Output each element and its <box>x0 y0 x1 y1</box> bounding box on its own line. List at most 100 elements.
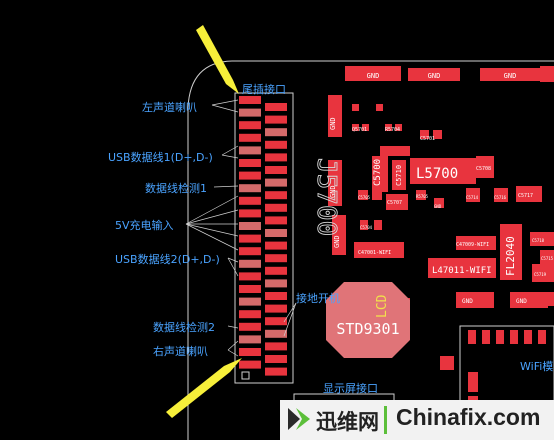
connector-pad <box>239 322 261 331</box>
usb-data2-label: USB数据线2(D+,D-) <box>115 253 220 266</box>
connector-pad <box>265 355 287 363</box>
gnd-label: GND <box>333 235 341 248</box>
connector-pad <box>265 166 287 174</box>
connector-pad <box>265 115 287 124</box>
data-detect2-label: 数据线检测2 <box>153 321 215 334</box>
leader-lines <box>185 99 297 357</box>
c47009-label: C47009-WIFI <box>456 242 489 248</box>
c5708-label: C5708 <box>476 166 491 172</box>
arrow-logo-icon <box>288 408 310 430</box>
gnd-label: GND <box>434 204 442 209</box>
component-cluster <box>328 95 554 310</box>
connector-outline <box>234 92 294 384</box>
connector-pad <box>239 121 261 130</box>
connector-ref: J5700 <box>311 158 341 236</box>
connector-pad <box>239 133 261 142</box>
gnd-label: GND <box>462 298 473 305</box>
r5705-label: R5705 <box>416 194 429 199</box>
c5700-label: C5700 <box>373 159 383 186</box>
connector-pad <box>239 310 261 319</box>
c47001-label: C47001-WIFI <box>358 250 391 256</box>
connector-pad <box>265 103 287 111</box>
connector-pads <box>239 96 287 376</box>
connector-pad <box>265 241 287 250</box>
watermark-brand-en: Chinafix.com <box>396 404 541 430</box>
connector-pad <box>239 335 261 344</box>
display-port-label: 显示屏接口 <box>323 382 378 395</box>
gnd-label: GND <box>367 72 380 80</box>
connector-pad <box>265 292 287 300</box>
connector-pad <box>265 367 287 376</box>
right-speaker-label: 右声道喇叭 <box>153 345 208 358</box>
gnd-label: GND <box>329 185 337 198</box>
chip-label: LCD <box>375 294 390 318</box>
connector-pad <box>239 196 261 205</box>
watermark-brand-cn: 迅维网 <box>316 410 379 434</box>
watermark-separator <box>384 406 387 434</box>
connector-pad <box>239 234 261 243</box>
connector-pad <box>265 153 287 162</box>
connector-pad <box>265 279 287 288</box>
ground-power-label: 接地开机 <box>296 292 340 305</box>
left-speaker-label: 左声道喇叭 <box>142 101 197 114</box>
connector-pad <box>239 171 261 180</box>
connector-pad <box>239 222 261 230</box>
gnd-label: GND <box>428 72 441 80</box>
gnd-label: GND <box>504 72 517 80</box>
chip-ref: STD9301 <box>336 320 399 338</box>
c5715-label: C5715 <box>541 256 554 261</box>
pin1-marker <box>241 371 250 380</box>
c5719-label: C5719 <box>534 272 547 277</box>
connector-pad <box>239 348 261 356</box>
connector-pad <box>239 159 261 167</box>
connector-pad <box>265 329 287 338</box>
connector-pad <box>239 259 261 268</box>
connector-pad <box>265 342 287 351</box>
connector-pad <box>265 229 287 237</box>
connector-pad <box>239 272 261 281</box>
connector-pad <box>239 146 261 155</box>
connector-pad <box>265 203 287 212</box>
c5707-label: C5707 <box>387 200 402 206</box>
connector-pad <box>239 247 261 256</box>
c5704-label: C5704 <box>360 225 373 230</box>
connector-pad <box>265 216 287 225</box>
data-detect1-label: 数据线检测1 <box>145 182 207 195</box>
l5700-label: L5700 <box>416 166 458 182</box>
c5705-label: C5705 <box>358 195 371 200</box>
lcd-chip <box>326 282 410 358</box>
arrow-icon <box>166 25 242 418</box>
c5718-label: C5718 <box>532 238 545 243</box>
connector-pad <box>265 266 287 275</box>
c5710-label: C5710 <box>395 165 403 186</box>
connector-pad <box>265 128 287 137</box>
connector-pad <box>265 254 287 263</box>
c5717-label: C5717 <box>518 193 533 199</box>
top-gnd-pads <box>345 66 554 82</box>
connector-pad <box>239 360 261 369</box>
gnd-label: GND <box>516 298 527 305</box>
c5714-label: C5714 <box>466 195 479 200</box>
r5704-label: R5704 <box>385 127 400 133</box>
c5716-label: C5716 <box>494 195 507 200</box>
c5701-label: C5701 <box>420 136 435 142</box>
watermark-banner: 迅维网 Chinafix.com <box>280 400 554 440</box>
wifi-label: WiFi模 <box>520 360 554 373</box>
connector-pad <box>239 285 261 293</box>
connector-pad <box>239 96 261 104</box>
component-labels: GND GND GND Q5701 R5704 C5701 C5700 C571… <box>329 117 554 305</box>
connector-pad <box>239 184 261 193</box>
connector-pad <box>265 140 287 149</box>
charge-input-label: 5V充电输入 <box>115 219 174 232</box>
board-outline <box>187 60 554 440</box>
title-label: 尾插接口 <box>242 83 286 96</box>
gnd-label: GND <box>329 117 337 130</box>
l47011-label: L47011-WIFI <box>432 266 492 276</box>
connector-pad <box>239 297 261 306</box>
fl2040-label: FL2040 <box>504 236 517 276</box>
connector-pad <box>239 108 261 117</box>
q5701-label: Q5701 <box>352 127 367 133</box>
connector-pad <box>265 317 287 326</box>
connector-pad <box>265 191 287 200</box>
